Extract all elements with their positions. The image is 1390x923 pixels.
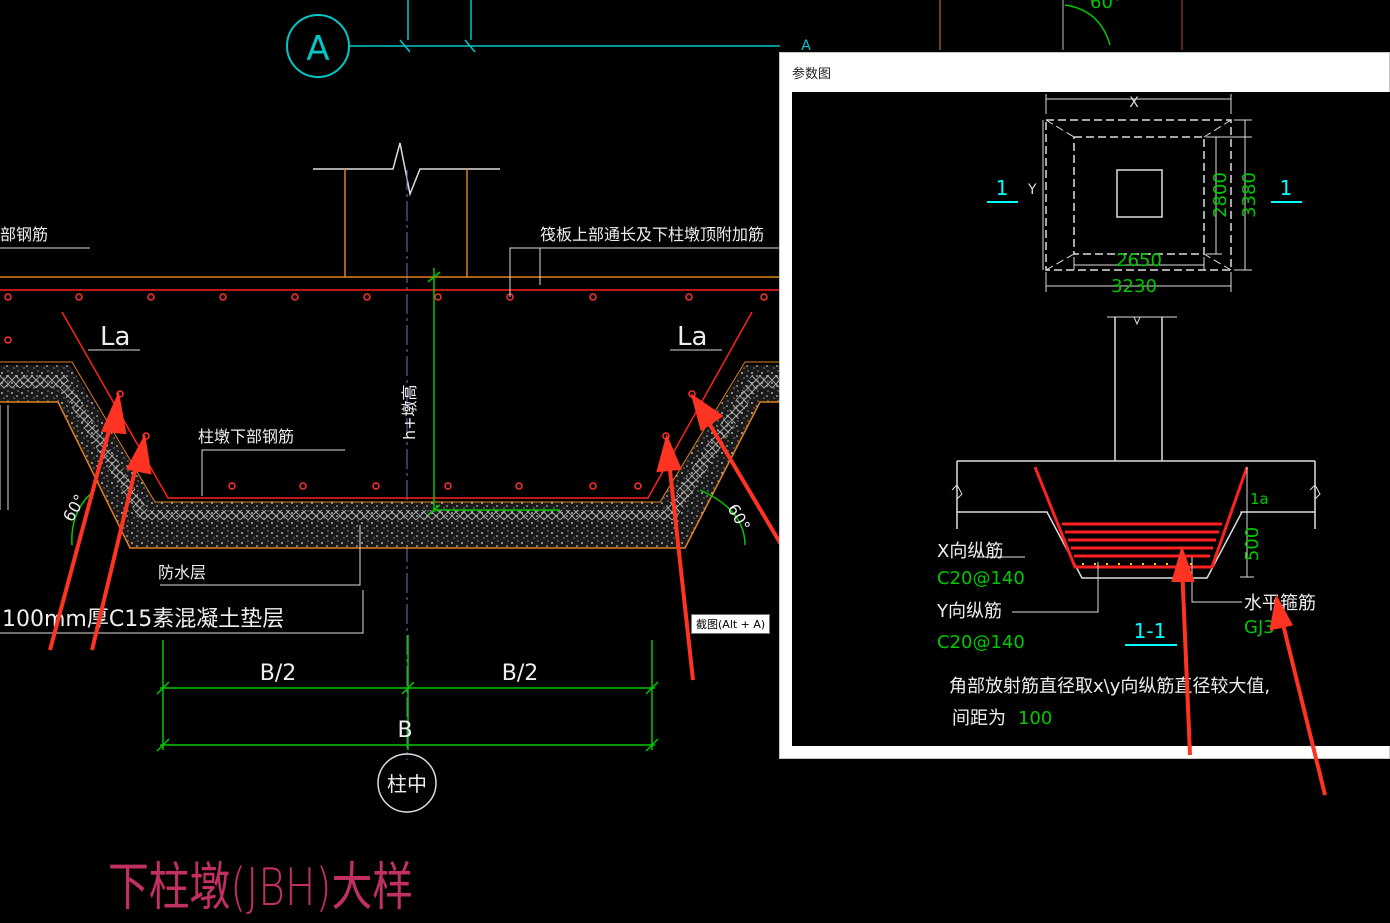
dim-b-lines xyxy=(156,635,659,752)
axis-marker-small: A xyxy=(801,38,811,54)
drawing-title: 下柱墩(JBH)大样 xyxy=(108,858,413,918)
section-mark-right: 1 xyxy=(1271,176,1302,203)
x-rebar-value: C20@140 xyxy=(937,568,1025,589)
label-waterproof: 防水层 xyxy=(158,563,206,582)
section-view xyxy=(951,316,1321,646)
stirrup-label: 水平箍筋 xyxy=(1244,593,1316,614)
screenshot-tooltip: 截图(Alt + A) xyxy=(691,614,771,634)
y-rebar-label: Y向纵筋 xyxy=(936,601,1002,622)
slope-rebar-dots xyxy=(4,336,696,490)
la-right-label: La xyxy=(677,322,707,352)
svg-text:1: 1 xyxy=(996,176,1009,200)
panel-title: 参数图 xyxy=(792,67,832,82)
dim-2650: 2650 xyxy=(1116,250,1162,271)
plan-x-label: X xyxy=(1129,95,1139,111)
label-raft-top-rebar: 筏板上部通长及下柱墩顶附加筋 xyxy=(540,225,764,244)
label-left-rebar: 部钢筋 xyxy=(0,225,48,244)
column-break-symbol xyxy=(313,142,500,277)
raft-slab-lines xyxy=(0,276,780,291)
top-rebar-dots xyxy=(4,293,768,301)
plan-view xyxy=(1042,94,1252,292)
dim-3230: 3230 xyxy=(1111,276,1157,297)
section-la-label: 1a xyxy=(1250,490,1269,508)
x-rebar-label: X向纵筋 xyxy=(937,541,1003,562)
label-cushion: 100mm厚C15素混凝土垫层 xyxy=(2,607,284,632)
dim-3380: 3380 xyxy=(1239,172,1260,218)
plan-y-label: Y xyxy=(1027,182,1037,198)
column-center-bubble: 柱中 xyxy=(377,753,437,813)
dim-2800: 2800 xyxy=(1210,172,1231,218)
svg-text:柱中: 柱中 xyxy=(387,772,427,796)
angle-top-label: 60° xyxy=(1090,0,1122,13)
parameter-diagram-canvas: X Y 1 1 2800 3380 2650 3230 xyxy=(792,92,1390,746)
angle-right-label: 60° xyxy=(724,501,755,535)
dim-h-label: h+墩高 xyxy=(400,384,419,440)
la-left-label: La xyxy=(100,322,130,352)
y-rebar-value: C20@140 xyxy=(937,632,1025,653)
stirrup-value: GJ3 xyxy=(1244,617,1275,638)
dim-b-half-left: B/2 xyxy=(260,661,297,686)
dim-500: 500 xyxy=(1242,527,1263,561)
axis-bubble-a: A xyxy=(286,14,350,78)
svg-text:1: 1 xyxy=(1280,176,1293,200)
dim-b-label: B xyxy=(397,718,412,743)
axis-grid-lines xyxy=(350,0,780,53)
note-line-1: 角部放射筋直径取x\y向纵筋直径较大值, xyxy=(949,676,1270,697)
parameter-diagram-window[interactable]: 参数图 xyxy=(779,52,1390,759)
dim-h-line xyxy=(427,268,560,516)
label-pier-bottom-rebar: 柱墩下部钢筋 xyxy=(198,427,294,446)
svg-text:A: A xyxy=(306,29,329,69)
section-name: 1-1 xyxy=(1134,619,1167,643)
section-mark-left: 1 xyxy=(987,176,1018,203)
pier-pit-layers xyxy=(0,361,780,549)
dim-b-half-right: B/2 xyxy=(502,661,539,686)
